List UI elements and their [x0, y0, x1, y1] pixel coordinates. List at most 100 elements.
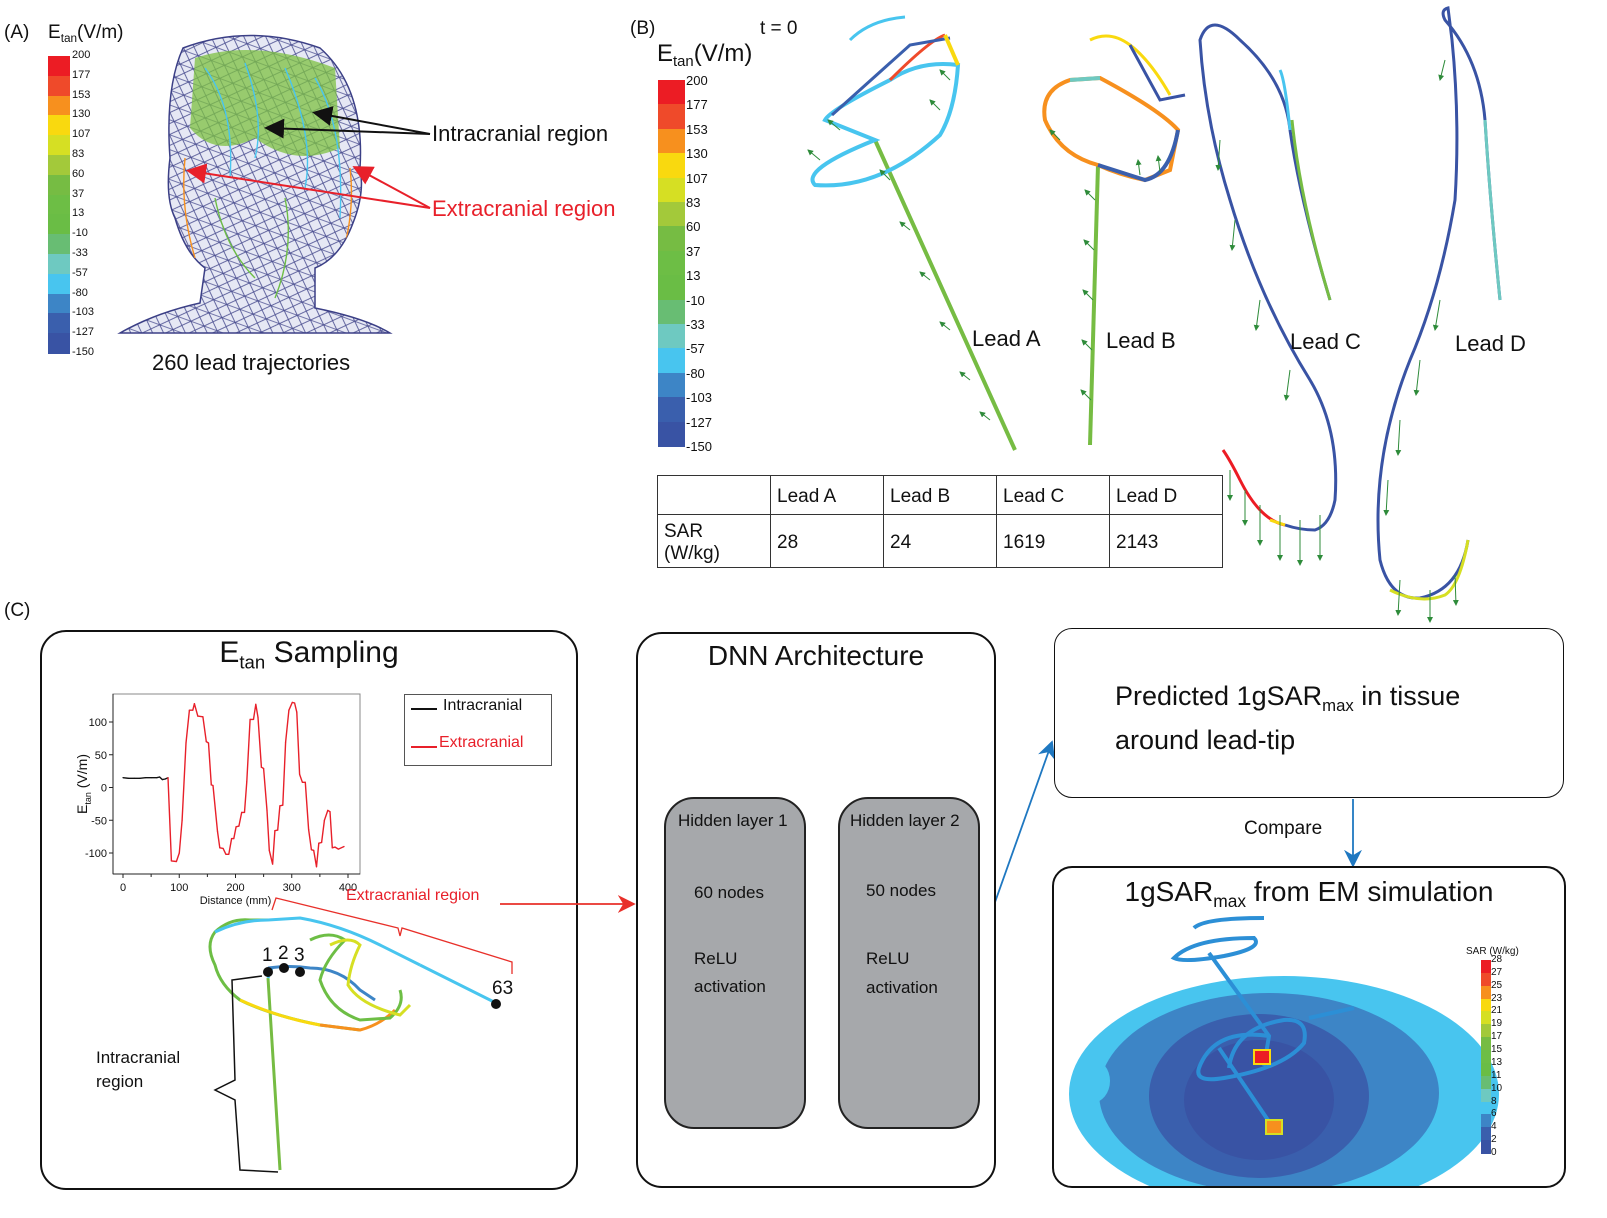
etan-colorbar-a-tick-label: -57: [72, 266, 88, 279]
data-point-extracranial: [181, 819, 183, 821]
colorbar-segment: [1481, 960, 1491, 974]
colorbar-segment: [48, 254, 70, 275]
colorbar-segment: [1481, 972, 1491, 987]
sample-point-3: [295, 967, 305, 977]
etan-colorbar-b-tick-label: 13: [686, 268, 701, 284]
sar-colorbar-tick-label: 6: [1491, 1108, 1497, 1120]
extracranial-arrow-1: [186, 163, 431, 209]
panel-b-label: (B): [630, 18, 656, 39]
colorbar-segment: [48, 194, 70, 216]
etan-colorbar-b-tick-label: -103: [686, 390, 713, 406]
data-point-extracranial: [334, 846, 336, 848]
data-point-intracranial: [122, 777, 124, 779]
colorbar-segment: [1481, 985, 1491, 1000]
sample-point-label-2: 2: [278, 943, 289, 964]
sar-colorbar-title: SAR (W/kg): [1466, 946, 1519, 957]
sample-point-label-63: 63: [492, 978, 514, 999]
colorbar-segment: [48, 293, 70, 315]
colorbar-segment: [658, 80, 685, 106]
data-point-extracranial: [235, 826, 237, 828]
colorbar-segment: [658, 421, 685, 448]
data-point-extracranial: [233, 837, 235, 840]
data-point-extracranial: [282, 804, 284, 806]
data-point-extracranial: [249, 718, 251, 720]
etan-colorbar-b-tick-label: -127: [686, 414, 713, 430]
sar-colorbar-tick-label: 25: [1491, 979, 1503, 991]
colorbar-segment: [1481, 1024, 1491, 1038]
title-sub: tan: [239, 651, 266, 673]
title-sub: tan: [60, 32, 78, 46]
colorbar-segment: [1481, 1114, 1491, 1128]
data-point-extracranial: [216, 830, 219, 832]
etan-colorbar-a-tick-label: 200: [72, 49, 91, 61]
etan-sampling-title: Etan Sampling: [42, 636, 576, 674]
dnn-to-prediction-arrow: [993, 740, 1056, 906]
legend-label-intracranial: Intracranial: [443, 697, 523, 714]
data-point-extracranial: [185, 742, 187, 744]
data-point-extracranial: [266, 809, 268, 812]
y-tick-label: -50: [91, 815, 107, 827]
colorbar-segment: [1481, 998, 1491, 1013]
x-tick-label: 200: [226, 882, 244, 894]
colorbar-segment: [658, 153, 685, 179]
table-header-cell: Lead B: [883, 475, 997, 515]
data-point-extracranial: [192, 709, 194, 711]
y-tick-label: 100: [89, 717, 107, 729]
data-point-extracranial: [257, 716, 259, 719]
hidden-layer-activation-1: ReLU: [866, 949, 910, 968]
title-main: 1gSAR: [1124, 876, 1214, 907]
colorbar-segment: [48, 214, 70, 236]
data-point-extracranial: [318, 842, 320, 844]
lead-a-label: Lead A: [972, 326, 1041, 351]
etan-colorbar-b-tick-label: 130: [686, 146, 708, 162]
y-tick-label: -100: [85, 848, 107, 860]
sar-colorbar-tick-label: 27: [1491, 966, 1503, 978]
hidden-layer-nodes: 50 nodes: [866, 881, 936, 900]
data-point-extracranial: [263, 767, 265, 770]
title-main: E: [48, 22, 61, 43]
table-header-row: Lead A Lead B Lead C Lead D: [657, 475, 1223, 515]
trajectory-lines-green: [214, 197, 290, 299]
sar-colorbar-tick-label: 21: [1491, 1005, 1503, 1017]
etan-colorbar-b-tick-label: 177: [686, 97, 708, 113]
data-point-extracranial: [315, 866, 318, 868]
x-tick-label: 300: [283, 882, 301, 894]
predicted-sar-text: Predicted 1gSARmax in tissue around lead…: [1115, 679, 1460, 757]
etan-colorbar-b-tick-label: 107: [686, 170, 708, 186]
table-header-cell: Lead D: [1109, 475, 1223, 515]
etan-colorbar-a-tick-label: 153: [72, 88, 91, 101]
data-point-extracranial: [301, 781, 304, 783]
colorbar-segment: [48, 234, 70, 255]
data-point-extracranial: [277, 829, 279, 831]
sar-colorbar: [1481, 960, 1491, 1154]
data-point-intracranial: [158, 776, 161, 778]
data-point-extracranial: [228, 853, 230, 855]
lead-trajectories-b: [807, 6, 1502, 623]
em-title: 1gSARmax from EM simulation: [1054, 876, 1564, 912]
data-point-intracranial: [156, 777, 158, 779]
y-tick-label: 0: [101, 783, 107, 795]
colorbar-segment: [1481, 1050, 1491, 1064]
data-point-extracranial: [260, 766, 262, 768]
data-point-extracranial: [222, 847, 224, 850]
etan-colorbar-b-tick-label: 153: [686, 121, 708, 137]
etan-colorbar-b-tick-label: -80: [686, 365, 705, 381]
colorbar-segment: [658, 202, 685, 228]
data-point-extracranial: [255, 703, 257, 705]
legend-label-extracranial: Extracranial: [439, 734, 524, 751]
table-cell: 1619: [996, 514, 1110, 568]
colorbar-segment: [1481, 1075, 1491, 1090]
data-point-extracranial: [329, 811, 331, 813]
data-point-extracranial: [205, 741, 207, 743]
panel-a-caption: 260 lead trajectories: [152, 350, 351, 375]
colorbar-segment: [1481, 1011, 1491, 1025]
etan-colorbar-a-tick-label: 130: [72, 108, 91, 121]
sar-colorbar-tick-label: 15: [1491, 1044, 1503, 1056]
extracranial-region-label: Extracranial region: [432, 196, 616, 221]
lead-shaft: [266, 977, 282, 1171]
data-point-extracranial: [175, 860, 178, 863]
label-line-1: Intracranial: [96, 1048, 181, 1067]
colorbar-segment: [48, 95, 70, 117]
